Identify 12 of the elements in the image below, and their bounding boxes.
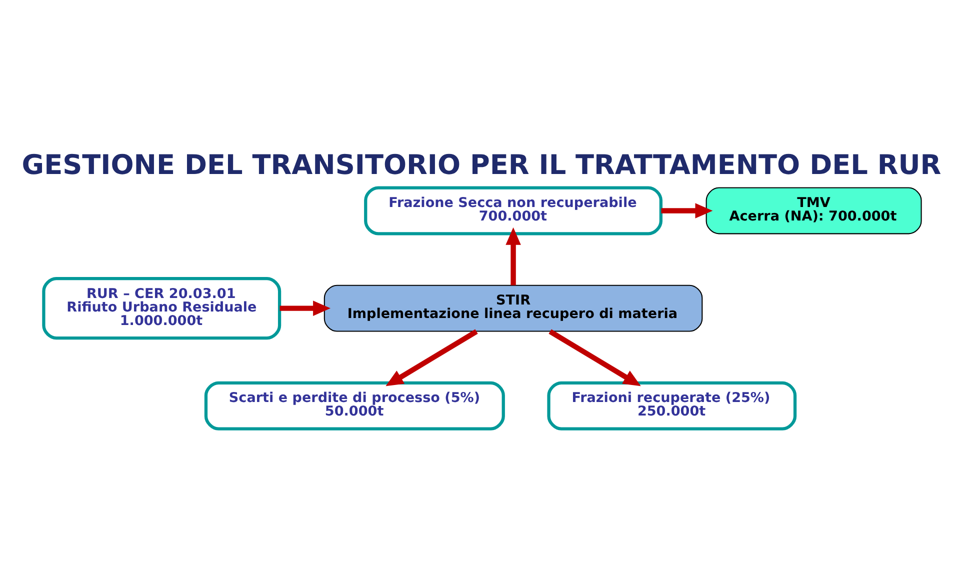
arrow [386, 329, 478, 386]
node-box: TMV Acerra (NA): 700.000t [706, 187, 922, 234]
node-box: Scarti e perdite di processo (5%) 50.000t [204, 381, 505, 430]
arrow [280, 300, 330, 316]
arrow [506, 227, 521, 286]
arrow [548, 329, 641, 386]
arrow [661, 203, 713, 218]
node-box: Frazioni recuperate (25%) 250.000t [547, 381, 797, 430]
diagram-title: GESTIONE DEL TRANSITORIO PER IL TRATTAMENTO DEL RUR [22, 150, 942, 182]
node-box: Frazione Secca non recuperabile 700.000t [364, 186, 662, 236]
node-box: STIR Implementazione linea recupero di materia [324, 284, 703, 332]
node-box: RUR – CER 20.03.01 Rifiuto Urbano Residuale 1.000.000t [42, 277, 282, 340]
